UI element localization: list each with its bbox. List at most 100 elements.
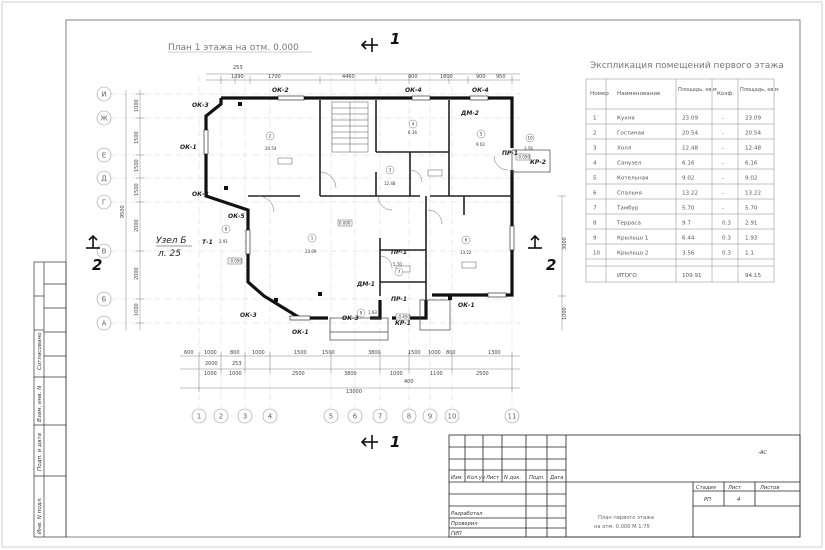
legend-cell: 5.70: [682, 206, 695, 212]
legend-cell: 6.16: [682, 161, 695, 167]
legend-cell: 0.3: [722, 251, 731, 257]
bottom-dim: 2500: [476, 371, 489, 377]
window-label: ОК-4: [405, 87, 422, 94]
room-number: 4: [412, 122, 415, 127]
sheets-label: Листов: [759, 485, 779, 491]
sheet-value: 4: [737, 497, 740, 503]
window-label: ОК-3: [240, 312, 257, 319]
legend-cell: 7: [593, 206, 597, 212]
stage-label: Стадия: [696, 485, 716, 491]
column-axis-markers: [191, 408, 520, 424]
row-axis-markers: [96, 86, 112, 331]
legend-cell: -: [722, 191, 724, 197]
level-mark: -0.050: [517, 155, 530, 160]
top-dim: 4460: [342, 74, 355, 80]
bottom-dim: 1500: [408, 350, 421, 356]
legend-cell: 6.44: [682, 236, 695, 242]
window-label: ОК-3: [192, 191, 209, 198]
bottom-dimension-lines: [180, 352, 520, 392]
element-label: ПР-1: [502, 150, 518, 157]
axis-col-label: 11: [508, 413, 517, 421]
section-label: 2: [92, 256, 102, 274]
bottom-dim: 1000: [252, 350, 265, 356]
legend-cell: 6.16: [745, 161, 758, 167]
columns: [224, 102, 452, 302]
legend-cell: Крыльцо 2: [617, 251, 648, 257]
window-label: ОК-5: [228, 213, 245, 220]
legend-header: Площадь, кв.м: [678, 87, 717, 93]
axis-row-label: И: [101, 91, 106, 99]
title-col-header: Лист: [485, 475, 500, 481]
legend-total-area: 109.91: [682, 273, 702, 279]
legend-cell: 9.7: [682, 221, 691, 227]
top-dim: 950: [496, 74, 506, 80]
left-dim: 1500: [134, 183, 140, 196]
axis-col-label: 10: [448, 413, 457, 421]
title-col-header: Кол.уч: [467, 475, 485, 481]
room-area: 23.09: [305, 249, 317, 254]
legend-cell: 9.02: [682, 176, 694, 182]
element-label: ПР-1: [391, 249, 407, 256]
top-dimension-lines: [206, 73, 520, 84]
bottom-dim: 800: [230, 350, 240, 356]
legend-cell: 12.48: [682, 146, 698, 152]
inner-walls: [248, 100, 512, 300]
room-area: 3.56: [524, 146, 533, 151]
element-label: ДМ-1: [356, 281, 375, 288]
legend-cell: 1.1: [745, 251, 754, 257]
left-total-dim: 9500: [120, 205, 126, 218]
legend-cell: 6: [593, 191, 597, 197]
room-area: 20.54: [265, 146, 277, 151]
axis-row-label: Д: [101, 175, 107, 183]
element-label: Т-1: [202, 239, 213, 246]
title-role: Разработал: [451, 511, 483, 517]
axis-col-label: 4: [268, 413, 273, 421]
room-number: 1: [311, 236, 314, 241]
room-number: 10: [527, 136, 533, 141]
sheet-label: Лист: [727, 485, 742, 491]
right-dim: 3000: [562, 237, 568, 250]
stage-value: РП: [704, 497, 711, 503]
legend-cell: 2: [593, 131, 597, 137]
section-label: 1: [390, 433, 400, 451]
side-stamp-label: Согласовано: [37, 332, 43, 370]
room-number: 6: [465, 238, 468, 243]
overall-dim: 13000: [346, 389, 362, 395]
axis-col-label: 1: [197, 413, 201, 421]
legend-cell: 3.56: [682, 251, 695, 257]
axis-col-label: 9: [428, 413, 432, 421]
room-area: 9.02: [476, 142, 485, 147]
bottom-dim: 800: [446, 350, 456, 356]
legend-cell: 20.54: [745, 131, 761, 137]
legend-cell: 0.3: [722, 221, 731, 227]
window-markers: [203, 95, 515, 321]
legend-cell: 13.22: [682, 191, 698, 197]
legend-cell: 3: [593, 146, 597, 152]
axis-row-label: Г: [102, 199, 106, 207]
legend-title: Экспликация помещений первого этажа: [590, 61, 784, 71]
bottom-dim: 3800: [344, 371, 357, 377]
element-label: КР-2: [530, 159, 546, 166]
right-dimension-lines: [558, 195, 566, 330]
axis-row-label: Ж: [100, 115, 108, 123]
bottom-dim: 2500: [292, 371, 305, 377]
left-dim: 1500: [134, 159, 140, 172]
side-stamp-label: Инв. N подл.: [37, 497, 43, 534]
window-label: ОК-4: [472, 87, 489, 94]
legend-cell: 9: [593, 236, 597, 242]
window-label: ОК-1: [292, 329, 309, 336]
legend-cell: 12.48: [745, 146, 761, 152]
window-label: ОК-1: [458, 302, 475, 309]
title-role: Проверил: [451, 521, 478, 527]
room-area: 6.16: [408, 130, 417, 135]
left-dim: 2000: [134, 267, 140, 280]
legend-cell: 23.09: [745, 116, 761, 122]
window-label: ОК-1: [180, 144, 197, 151]
window-label: ОК-3: [192, 102, 209, 109]
legend-cell: -: [722, 176, 724, 182]
section-label: 2: [546, 256, 556, 274]
legend-cell: Терраса: [616, 221, 641, 227]
bottom-small-dim: 2000: [205, 361, 218, 367]
